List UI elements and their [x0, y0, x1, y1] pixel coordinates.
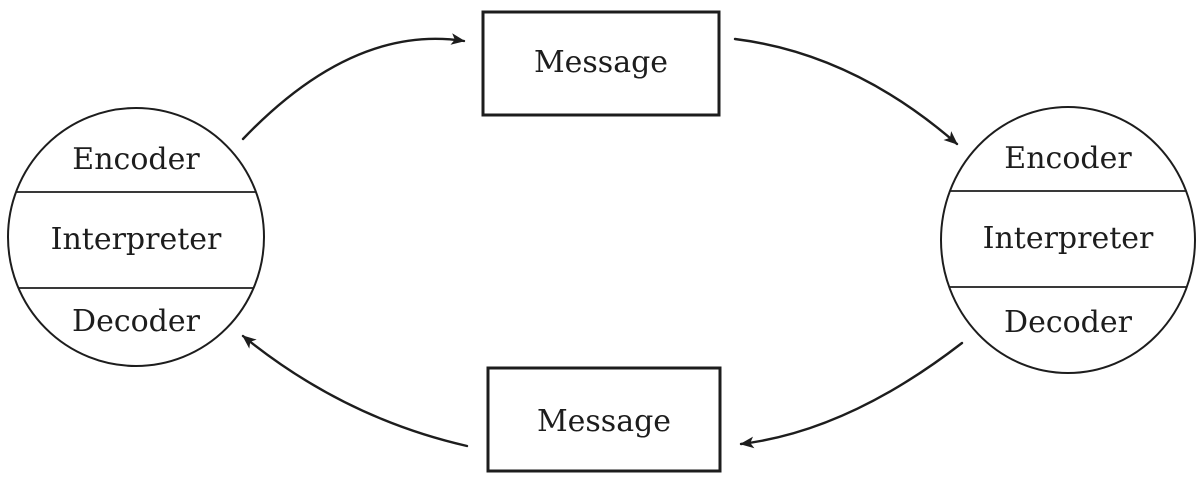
arrow-bottom-message-to-left-entity — [241, 334, 469, 448]
right-entity-interpreter-label: Interpreter — [983, 221, 1154, 256]
left-entity-circle — [7, 107, 265, 367]
arrow-right-entity-to-bottom-message — [739, 341, 964, 449]
arrow-top-message-to-right-entity — [733, 37, 959, 146]
right-entity-encoder-label: Encoder — [1004, 141, 1132, 176]
right-entity: Encoder Interpreter Decoder — [940, 106, 1196, 374]
left-entity-decoder-label: Decoder — [72, 304, 201, 339]
arrow-left-entity-to-top-message — [241, 33, 466, 141]
top-message-box — [481, 10, 721, 117]
top-message: Message — [481, 10, 721, 117]
left-entity-encoder-label: Encoder — [72, 142, 200, 177]
right-entity-decoder-label: Decoder — [1004, 305, 1133, 340]
bottom-message: Message — [486, 366, 722, 473]
left-entity-interpreter-label: Interpreter — [51, 222, 222, 257]
top-message-label: Message — [534, 45, 668, 80]
right-entity-circle — [940, 106, 1196, 374]
bottom-message-label: Message — [537, 404, 671, 439]
left-entity: Encoder Interpreter Decoder — [7, 107, 265, 367]
bottom-message-box — [486, 366, 722, 473]
